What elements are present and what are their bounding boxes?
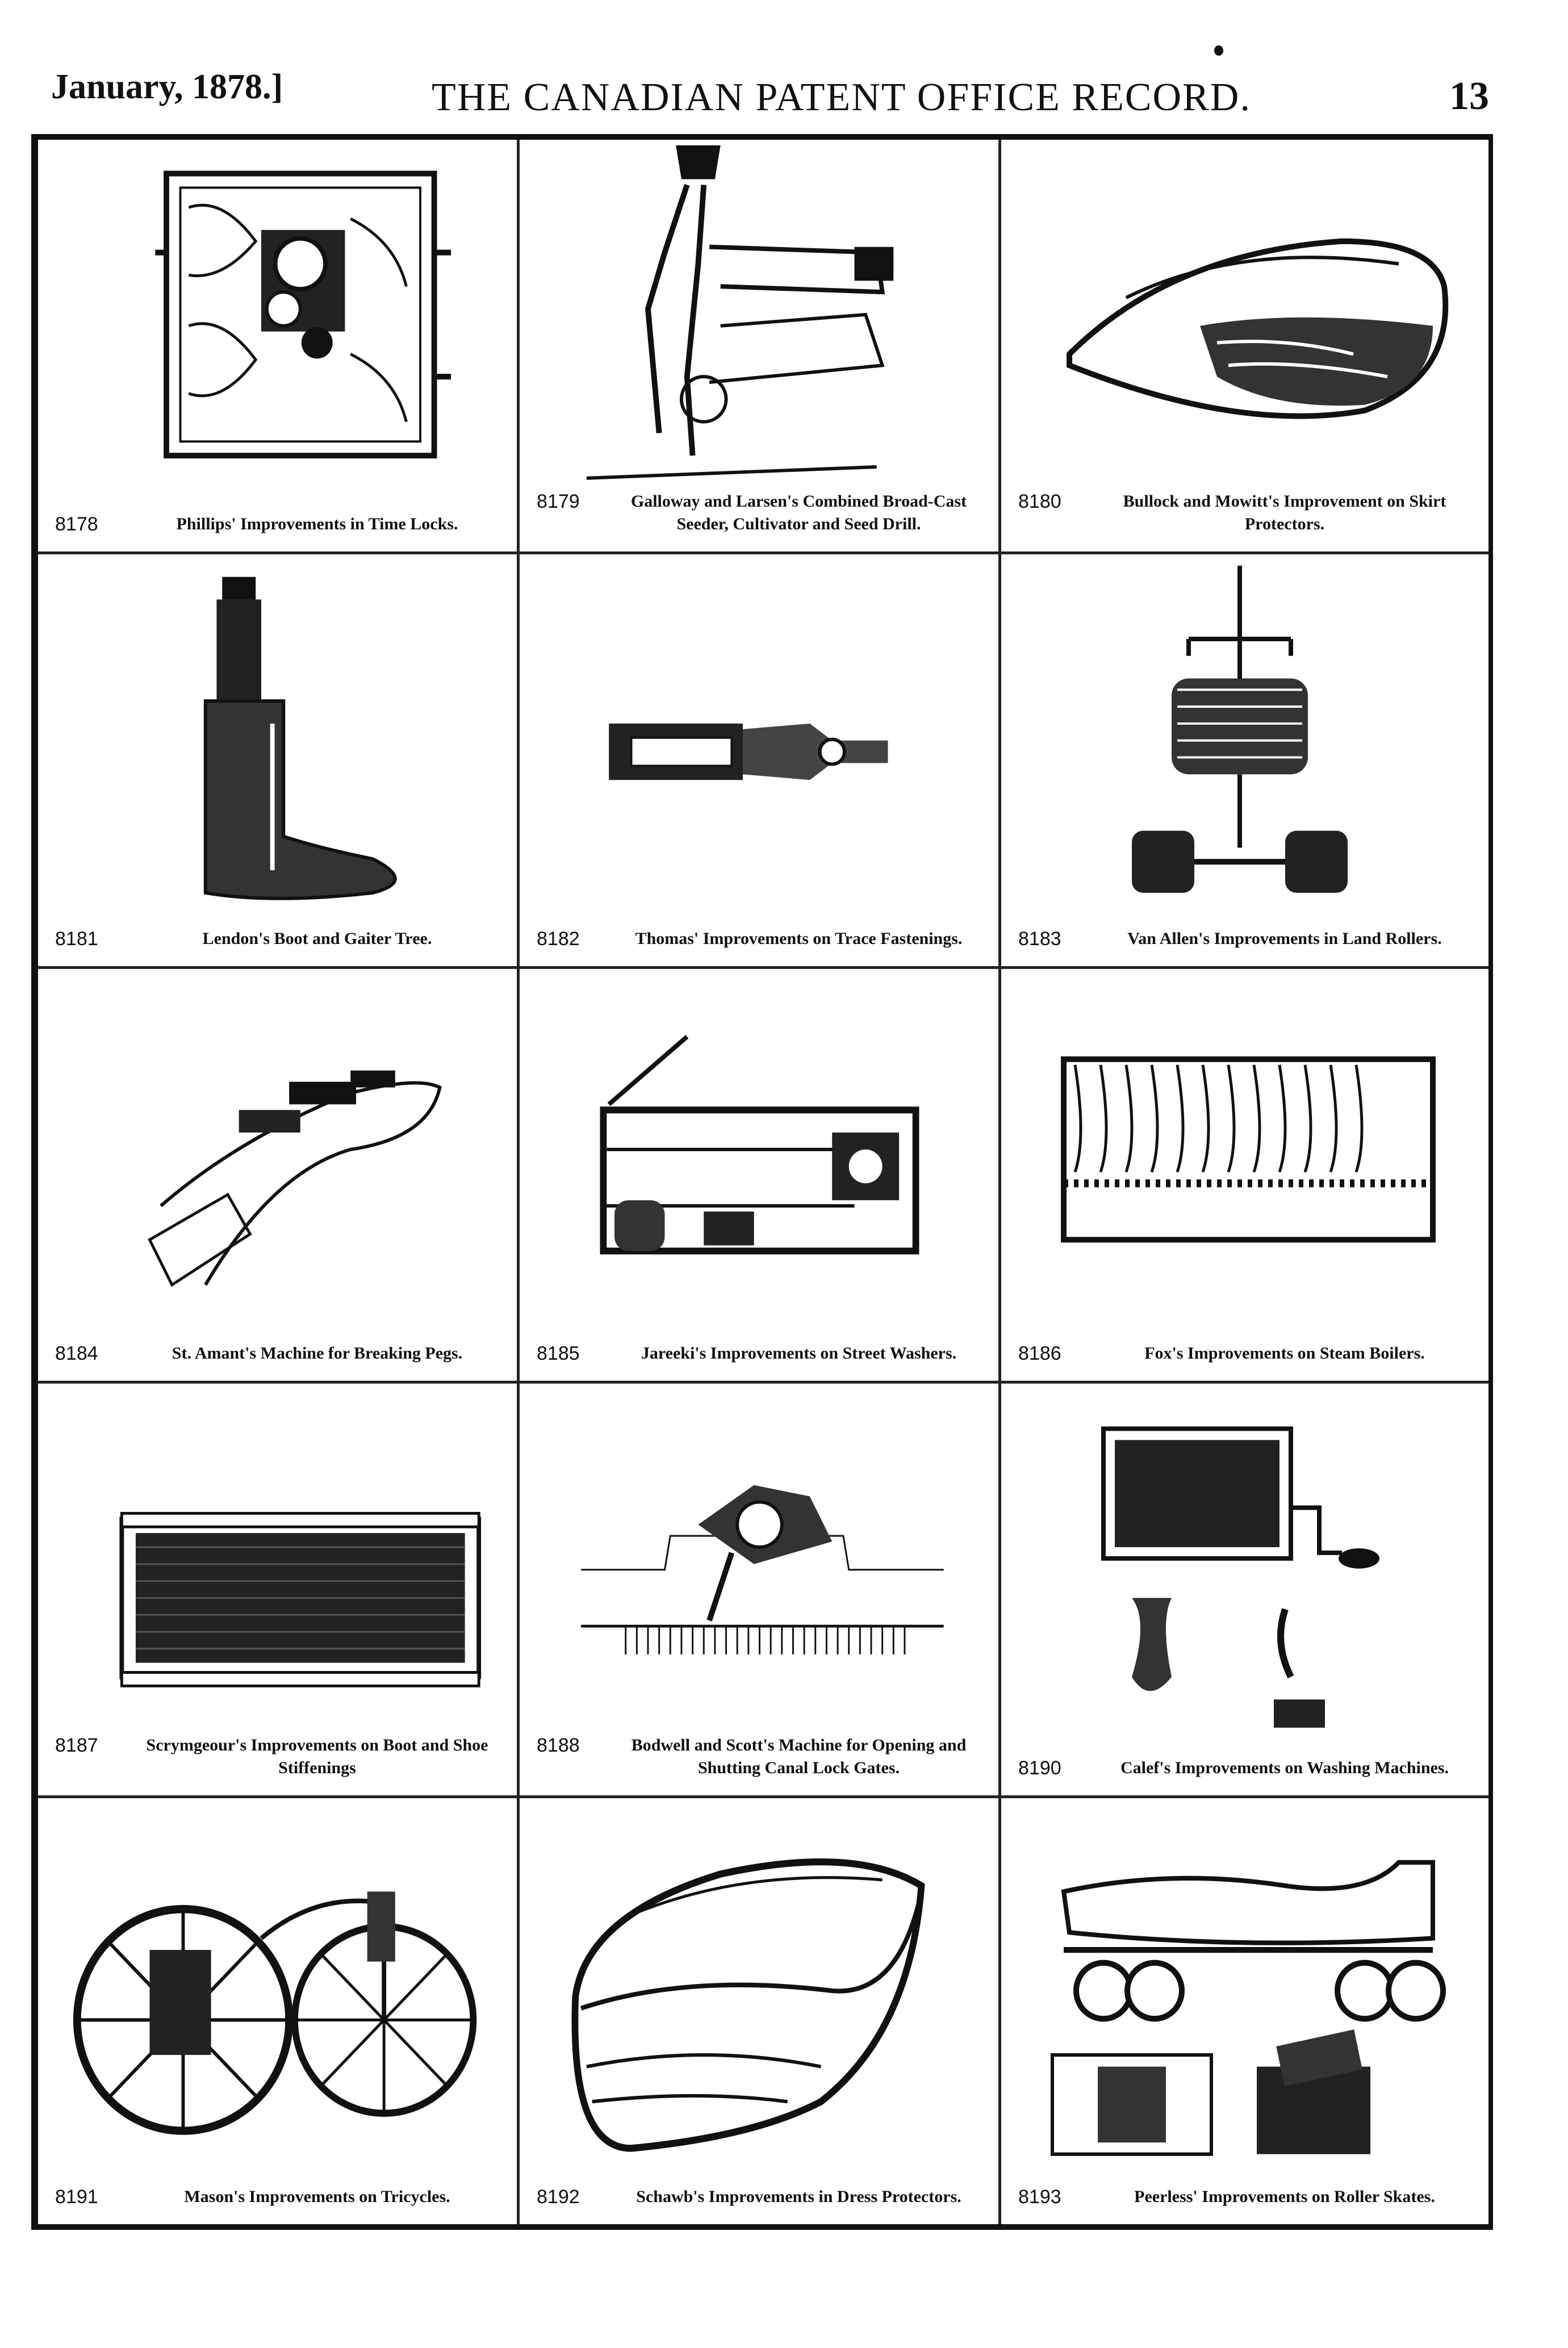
figure-caption: 8180 Bullock and Mowitt's Improvement on … (1018, 490, 1471, 536)
figure-caption: 8178 Phillips' Improvements in Time Locks… (55, 513, 500, 536)
patent-figure-cell: 8183 Van Allen's Improvements in Land Rol… (1001, 554, 1488, 969)
patent-drawing-boot-tree (203, 576, 397, 900)
patent-caption-text: Bodwell and Scott's Machine for Opening … (631, 1736, 967, 1777)
page-header: January, 1878.] THE CANADIAN PATENT OFFI… (0, 0, 1568, 136)
patent-drawing-lock-gate (581, 1485, 944, 1655)
figure-caption: 8193 Peerless' Improvements on Roller Ska… (1018, 2186, 1471, 2208)
patent-caption-text: Scrymgeour's Improvements on Boot and Sh… (146, 1736, 488, 1777)
patent-figure-cell: 8184 St. Amant's Machine for Breaking Peg… (38, 969, 520, 1384)
patent-figure-cell: 8191 Mason's Improvements on Tricycles. (38, 1798, 520, 2224)
issue-date: January, 1878.] (51, 68, 283, 106)
figure-caption: 8190 Calef's Improvements on Washing Mach… (1018, 1757, 1471, 1779)
figure-caption: 8191 Mason's Improvements on Tricycles. (55, 2186, 500, 2208)
figure-caption: 8188 Bodwell and Scott's Machine for Open… (537, 1734, 981, 1779)
patent-number: 8191 (55, 2186, 98, 2208)
patent-figure-cell: 8192 Schawb's Improvements in Dress Prote… (520, 1798, 1001, 2224)
patent-number: 8190 (1018, 1757, 1061, 1779)
figure-grid: 8178 Phillips' Improvements in Time Locks… (38, 140, 1488, 2224)
patent-number: 8188 (537, 1735, 580, 1756)
patent-number: 8193 (1018, 2186, 1061, 2208)
figure-caption: 8185 Jareeki's Improvements on Street Was… (537, 1342, 981, 1365)
patent-drawing-seeder (586, 145, 894, 480)
patent-drawing-land-roller (1132, 565, 1348, 893)
patent-figure-cell: 8190 Calef's Improvements on Washing Mach… (1001, 1384, 1488, 1798)
patent-number: 8182 (537, 928, 580, 950)
patent-caption-text: Peerless' Improvements on Roller Skates. (1134, 2187, 1435, 2206)
patent-figure-cell: 8185 Jareeki's Improvements on Street Was… (520, 969, 1001, 1384)
figure-frame: 8178 Phillips' Improvements in Time Locks… (31, 134, 1493, 2230)
patent-drawing-street-washer (600, 1035, 919, 1255)
patent-caption-text: Thomas' Improvements on Trace Fastenings… (635, 929, 963, 948)
patent-number: 8184 (55, 1343, 98, 1364)
patent-caption-text: Schawb's Improvements in Dress Protector… (636, 2187, 961, 2206)
patent-number: 8179 (537, 491, 580, 512)
figure-caption: 8187 Scrymgeour's Improvements on Boot an… (55, 1734, 500, 1779)
patent-number: 8178 (55, 513, 98, 535)
patent-caption-text: Jareeki's Improvements on Street Washers… (641, 1344, 957, 1363)
patent-drawing-washing-machine (1101, 1426, 1379, 1728)
patent-figure-cell: 8180 Bullock and Mowitt's Improvement on … (1001, 140, 1488, 554)
patent-number: 8183 (1018, 928, 1061, 950)
figure-caption: 8182 Thomas' Improvements on Trace Fasten… (537, 927, 981, 950)
patent-figure-cell: 8181 Lendon's Boot and Gaiter Tree. (38, 554, 520, 969)
patent-drawing-time-lock (155, 170, 451, 459)
patent-caption-text: Van Allen's Improvements in Land Rollers… (1127, 929, 1442, 948)
patent-figure-cell: 8193 Peerless' Improvements on Roller Ska… (1001, 1798, 1488, 2224)
patent-drawing-trace-fastening (609, 723, 888, 780)
patent-caption-text: Lendon's Boot and Gaiter Tree. (202, 929, 432, 948)
patent-figure-cell: 8182 Thomas' Improvements on Trace Fasten… (520, 554, 1001, 969)
patent-figure-cell: 8188 Bodwell and Scott's Machine for Open… (520, 1384, 1001, 1798)
patent-number: 8192 (537, 2186, 580, 2208)
patent-caption-text: Fox's Improvements on Steam Boilers. (1144, 1344, 1425, 1363)
figure-caption: 8186 Fox's Improvements on Steam Boilers. (1018, 1342, 1471, 1365)
patent-caption-text: Galloway and Larsen's Combined Broad-Cas… (630, 492, 967, 533)
patent-caption-text: Phillips' Improvements in Time Locks. (176, 515, 458, 533)
page-number: 13 (1449, 74, 1489, 118)
patent-figure-cell: 8179 Galloway and Larsen's Combined Broad… (520, 140, 1001, 554)
patent-drawing-tricycle (73, 1891, 477, 2135)
patent-figure-cell: 8187 Scrymgeour's Improvements on Boot an… (38, 1384, 520, 1798)
patent-number: 8185 (537, 1343, 580, 1364)
patent-number: 8186 (1018, 1343, 1061, 1364)
patent-figure-cell: 8178 Phillips' Improvements in Time Locks… (38, 140, 520, 554)
patent-drawing-steam-boiler (1061, 1056, 1436, 1243)
patent-drawing-peg-breaker (148, 1070, 442, 1287)
patent-drawing-shoe-stiffening (119, 1511, 482, 1687)
patent-drawing-skirt-protector (1067, 238, 1449, 419)
patent-caption-text: Mason's Improvements on Tricycles. (184, 2187, 450, 2206)
patent-caption-text: Bullock and Mowitt's Improvement on Skir… (1123, 492, 1446, 533)
figure-caption: 8184 St. Amant's Machine for Breaking Peg… (55, 1342, 500, 1365)
publication-title: THE CANADIAN PATENT OFFICE RECORD. (432, 76, 1251, 119)
patent-drawing-roller-skate (1051, 1860, 1446, 2156)
patent-caption-text: St. Amant's Machine for Breaking Pegs. (172, 1344, 463, 1363)
patent-number: 8180 (1018, 491, 1061, 512)
figure-caption: 8183 Van Allen's Improvements in Land Rol… (1018, 927, 1471, 950)
patent-number: 8181 (55, 928, 98, 950)
figure-caption: 8179 Galloway and Larsen's Combined Broad… (537, 490, 981, 536)
patent-figure-cell: 8186 Fox's Improvements on Steam Boilers. (1001, 969, 1488, 1384)
figure-caption: 8192 Schawb's Improvements in Dress Prote… (537, 2186, 981, 2208)
figure-caption: 8181 Lendon's Boot and Gaiter Tree. (55, 927, 500, 950)
patent-drawing-dress-protector (571, 1858, 925, 2152)
patent-caption-text: Calef's Improvements on Washing Machines… (1120, 1758, 1449, 1777)
ink-spot (1214, 45, 1223, 56)
patent-number: 8187 (55, 1735, 98, 1756)
